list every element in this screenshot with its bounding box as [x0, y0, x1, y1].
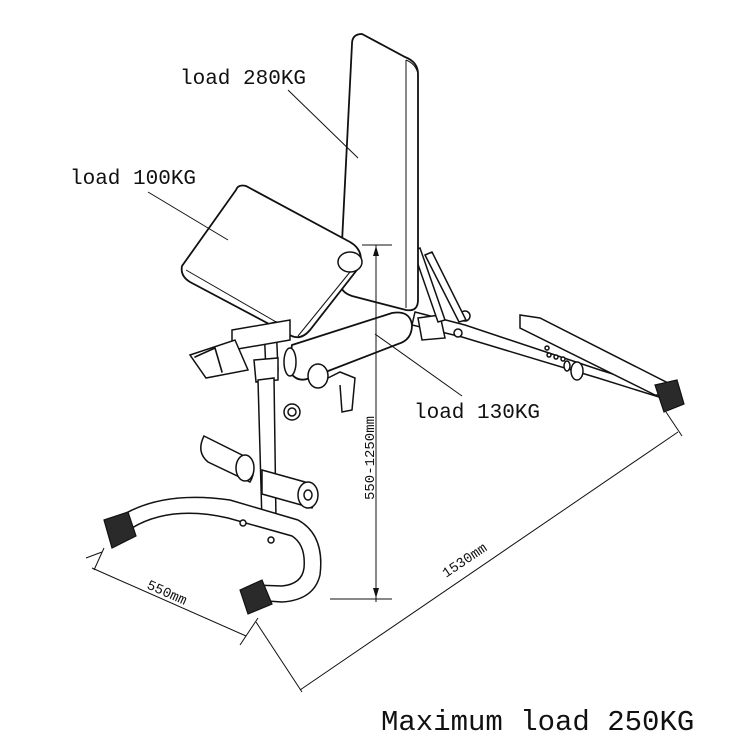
dimension-height [330, 244, 392, 602]
seat-pad [287, 311, 413, 413]
arm-pad-load-label: load 100KG [70, 168, 196, 191]
arm-pad [180, 184, 363, 339]
dimension-length [255, 411, 683, 693]
rear-base [519, 314, 685, 413]
dimension-width [85, 547, 259, 646]
front-base [103, 496, 322, 615]
seat-load-label: load 130KG [414, 402, 540, 425]
leader-lines [147, 89, 463, 397]
width-dimension-label: 550mm [144, 578, 189, 610]
front-post [188, 319, 301, 523]
length-dimension-label: 1530mm [440, 541, 491, 582]
height-dimension-label: 550-1250mm [363, 416, 379, 500]
leg-rollers [200, 434, 319, 509]
backrest-pad [339, 33, 419, 312]
backrest-load-label: load 280KG [180, 68, 306, 91]
maximum-load-label: Maximum load 250KG [381, 706, 694, 739]
rear-rail [411, 310, 664, 400]
backrest-supports [412, 247, 468, 323]
